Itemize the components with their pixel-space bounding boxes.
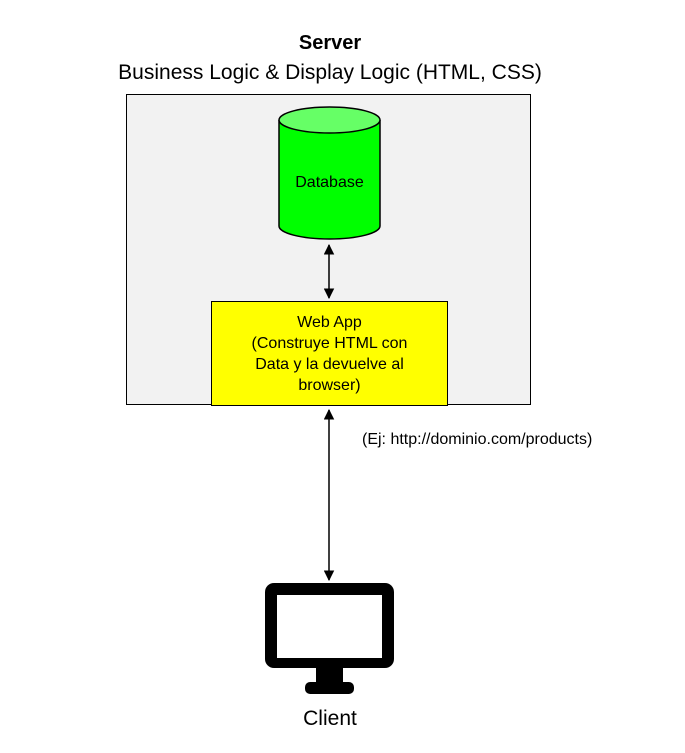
- monitor-icon: [265, 583, 394, 694]
- database-label: Database: [295, 174, 364, 191]
- webapp-label: Web App (Construye HTML con Data y la de…: [251, 313, 408, 394]
- database-cylinder: [278, 106, 381, 240]
- request-example-label: (Ej: http://dominio.com/products): [362, 431, 593, 448]
- server-subtitle: Business Logic & Display Logic (HTML, CS…: [118, 61, 542, 84]
- client-label: Client: [303, 707, 357, 730]
- webapp-box: Web App (Construye HTML con Data y la de…: [211, 301, 448, 406]
- server-title: Server: [298, 32, 362, 54]
